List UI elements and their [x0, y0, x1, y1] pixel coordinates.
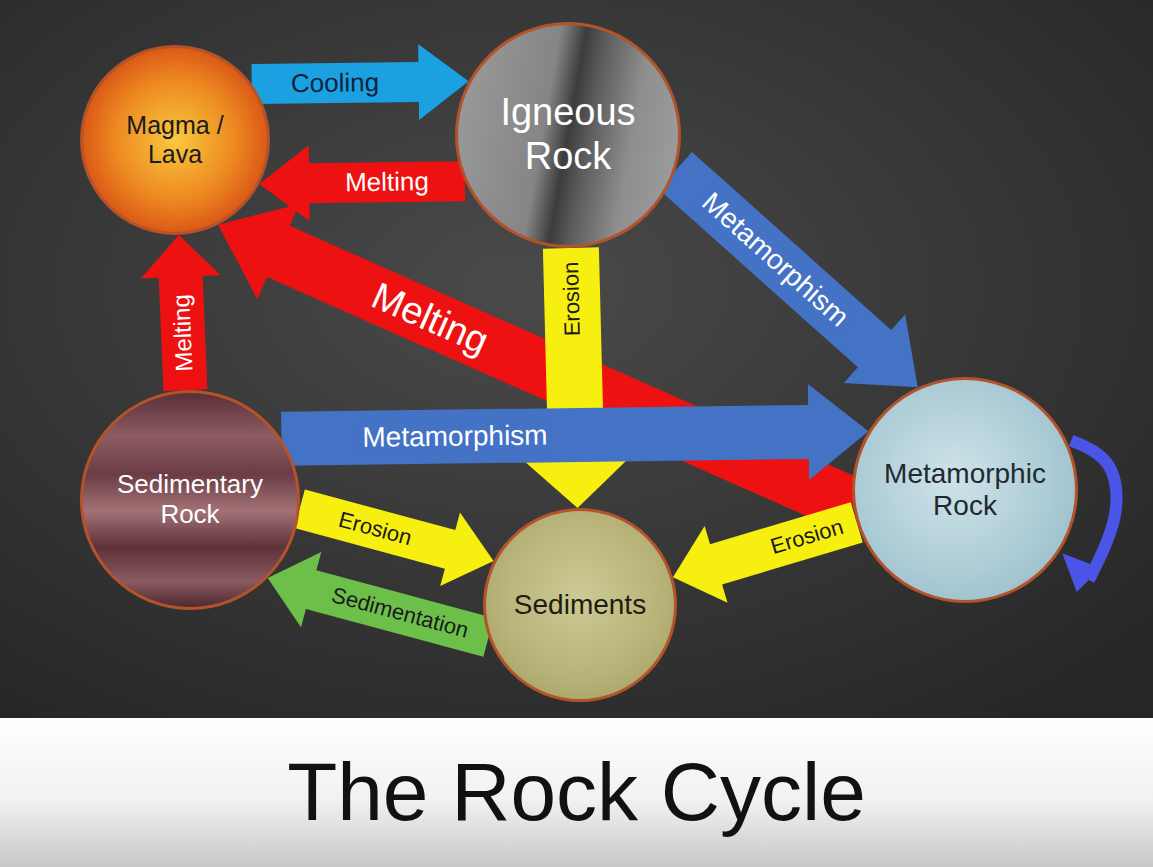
title-band — [0, 718, 1153, 867]
metamorphic-circle: Metamorphic Rock — [852, 377, 1078, 603]
arrow-shape — [524, 247, 628, 508]
arrow-head — [1062, 553, 1101, 592]
block-arrow — [294, 489, 493, 586]
diagram-title: The Rock Cycle — [0, 745, 1153, 839]
edge-label: Melting — [341, 166, 433, 198]
arrow-shape — [281, 384, 868, 480]
arrow-shape — [141, 235, 221, 391]
edge-label: Melting — [362, 272, 499, 365]
block-arrow — [281, 384, 868, 480]
node-label: Igneous Rock — [478, 91, 658, 178]
block-arrow — [524, 247, 628, 508]
edge-label: Erosion — [764, 513, 851, 562]
node-label: Sedimentary Rock — [105, 470, 275, 530]
igneous-circle: Igneous Rock — [455, 22, 681, 248]
sediments-circle: Sediments — [483, 508, 677, 702]
block-arrow — [268, 552, 494, 657]
arrow-shape — [673, 502, 863, 602]
node-label: Sediments — [514, 589, 646, 621]
edge-label: Melting — [167, 290, 199, 376]
edge-label: Metamorphism — [692, 183, 858, 336]
block-arrow — [141, 235, 221, 391]
arrow-shape — [659, 152, 918, 387]
edge-label: Erosion — [558, 257, 586, 340]
edge-label: Metamorphism — [359, 419, 553, 454]
slide-ground — [0, 0, 1153, 718]
node-label: Magma / Lava — [115, 111, 235, 169]
edge-label: Sedimentation — [325, 581, 475, 645]
edge-label: Erosion — [332, 506, 419, 553]
sedimentary-circle: Sedimentary Rock — [80, 390, 300, 610]
arrow-shaft — [1071, 441, 1116, 580]
arrow-shape — [259, 145, 465, 221]
arrow-shape — [251, 44, 468, 120]
block-arrow — [259, 145, 465, 221]
block-arrow — [673, 502, 863, 602]
node-label: Metamorphic Rock — [875, 458, 1055, 522]
block-arrow — [659, 152, 918, 387]
edge-label: Cooling — [287, 67, 384, 99]
arrow-shape — [268, 552, 494, 657]
block-arrow — [251, 44, 468, 120]
arrow-shape — [294, 489, 493, 586]
magma-circle: Magma / Lava — [80, 45, 270, 235]
